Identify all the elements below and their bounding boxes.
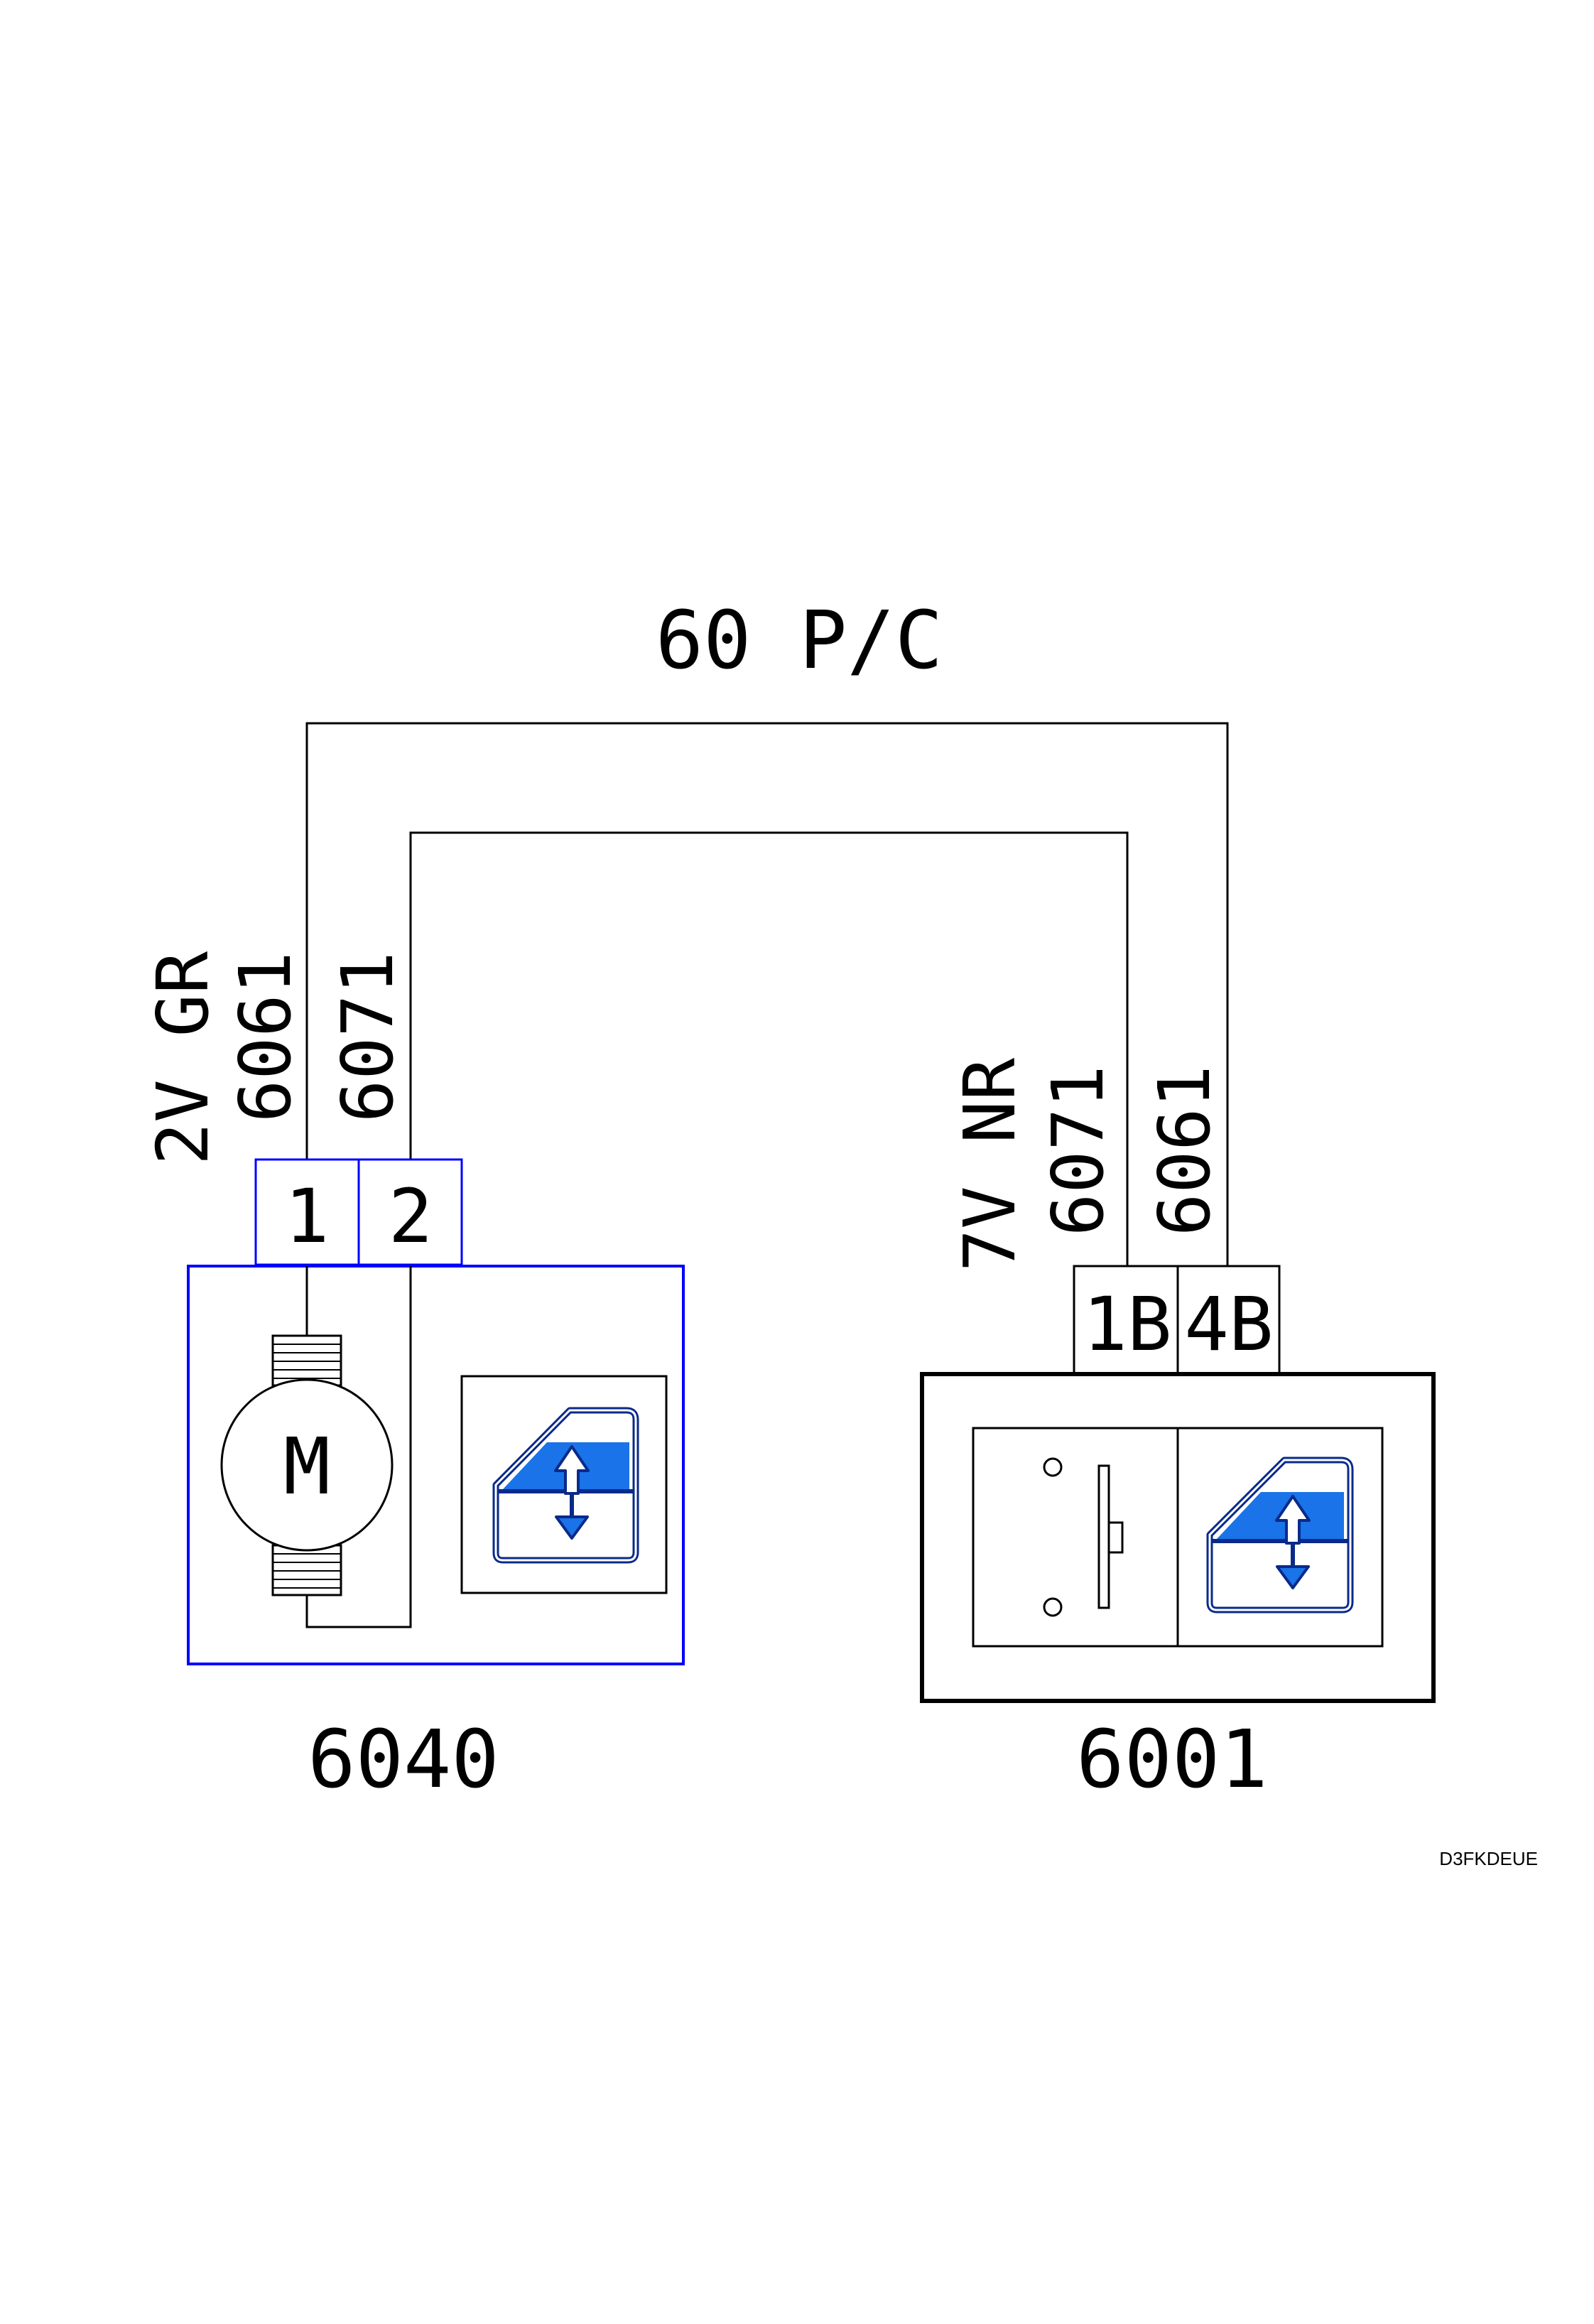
component-6040-label: 6040 xyxy=(308,1714,499,1806)
window-lift-icon xyxy=(460,1375,668,1594)
pin-2-label: 2 xyxy=(389,1173,433,1260)
motor-icon: M xyxy=(220,1334,394,1596)
left-wire-6061-label: 6061 xyxy=(224,951,307,1123)
component-6040[interactable]: 1 2 M xyxy=(187,1158,685,1806)
window-lift-icon xyxy=(1206,1456,1354,1614)
left-wire-6071-label: 6071 xyxy=(326,951,409,1123)
right-wire-labels: 7V NR 6071 6061 xyxy=(948,1057,1226,1272)
pin-1-label: 1 xyxy=(285,1173,330,1260)
pin-1b-label: 1B xyxy=(1083,1281,1171,1368)
pin-4b-label: 4B xyxy=(1184,1281,1273,1368)
motor-symbol: M xyxy=(283,1421,330,1512)
connector-6001[interactable]: 1B 4B xyxy=(1073,1265,1281,1376)
left-wire-labels: 2V GR 6061 6071 xyxy=(141,951,409,1165)
right-wire-6071-label: 6071 xyxy=(1036,1065,1119,1236)
left-connector-color-label: 2V GR xyxy=(141,951,224,1165)
component-6001-label: 6001 xyxy=(1076,1714,1268,1806)
harness-label: 60 P/C xyxy=(656,595,943,687)
connector-6040[interactable]: 1 2 xyxy=(254,1158,463,1266)
wire-6071[interactable] xyxy=(409,831,1129,1266)
component-6001[interactable]: 1B 4B 6001 xyxy=(920,1265,1436,1806)
right-wire-6061-label: 6061 xyxy=(1143,1065,1226,1236)
right-connector-color-label: 7V NR xyxy=(948,1057,1031,1272)
wire-6061[interactable] xyxy=(305,722,1229,1266)
drawing-code: D3FKDEUE xyxy=(1439,1848,1538,1869)
switch-icon xyxy=(1043,1457,1124,1617)
